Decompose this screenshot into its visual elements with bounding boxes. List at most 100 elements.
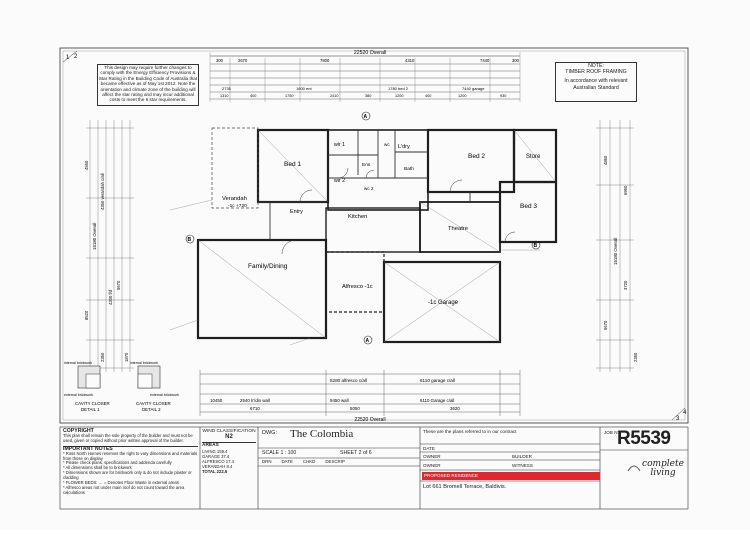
cavity-closer-detail-2: internal brickwork external brickwork CA…: [130, 361, 179, 412]
top-dim: 930: [500, 94, 506, 98]
detail-label: internal brickwork: [64, 361, 92, 365]
detail-title: CAVITY CLOSER: [136, 401, 171, 406]
important-note-line: * Dimensions shown are for brickwork onl…: [63, 470, 192, 481]
annotation-leaders: [169, 199, 540, 346]
bottom-dim: 10450: [210, 398, 223, 403]
room-label-verandah-level: -1c +720: [228, 203, 247, 209]
scale-text: SCALE 1 : 100: [262, 450, 297, 456]
plans-reference: These are the plans referred to in our c…: [423, 429, 517, 434]
top-dim-row-3: 1310 400 1750 2410 380 1200 400 1200 930: [220, 94, 506, 98]
wind-value: N2: [225, 433, 233, 440]
right-dim: 4860: [603, 155, 608, 165]
overall-dim-top: 22520 Overall: [354, 50, 386, 56]
area-row: LIVING 159.4: [202, 449, 256, 454]
important-note-line: * Please check plans, specifications and…: [63, 460, 172, 466]
top-dim: 7440 garage: [462, 86, 485, 91]
area-value: 222.6: [216, 468, 228, 474]
top-dim: 1200: [395, 94, 403, 98]
builder-label: BUILDER: [512, 454, 532, 459]
right-dim: 3720: [623, 280, 628, 290]
room-label-kitchen: Kitchen: [348, 214, 367, 220]
left-dim: 8520: [84, 310, 89, 320]
corner-marker-br-b: 4: [683, 410, 687, 416]
rev-header: DATE: [281, 459, 293, 464]
logo-line-1: complete: [642, 459, 684, 469]
revision-headers: DRN DATE CHKD DESCRIP: [262, 459, 345, 464]
room-label-theatre: Theatre: [448, 226, 468, 232]
corner-marker-br-a: 3: [676, 416, 680, 422]
area-row: VERANDAH 8.4: [202, 464, 256, 469]
area-label: TOTAL: [202, 468, 216, 474]
area-row: TOTAL 222.6: [202, 469, 256, 474]
title-block-frame: [59, 426, 689, 510]
room-label-verandah: Verandah: [222, 196, 247, 202]
top-dim: 1780 bed 2: [388, 86, 409, 91]
svg-text:B: B: [534, 243, 538, 249]
bottom-dim: 6110 Garage c/all: [420, 398, 454, 403]
room-label-wc2: wc 2: [364, 186, 374, 191]
drawing-name: The Colombia: [290, 428, 354, 440]
area-value: 8.4: [226, 463, 233, 469]
top-dim: 300: [216, 58, 224, 63]
owner-label: OWNER: [423, 454, 441, 459]
svg-text:A: A: [366, 338, 370, 344]
roof-note-line1: TIMBER ROOF FRAMING: [565, 69, 627, 76]
room-label-laundry: L'dry: [398, 144, 410, 150]
top-dim: 380: [365, 94, 371, 98]
top-dim: 300: [512, 58, 520, 63]
bottom-dim: 5050: [350, 406, 360, 411]
right-dim: 6950: [623, 185, 628, 195]
top-dim: 2670: [238, 58, 248, 63]
internal-walls: [258, 130, 471, 240]
top-dim-row-2: 2735 1800 ent 1780 bed 2 7440 garage: [222, 86, 485, 91]
detail-label: external brickwork: [150, 393, 179, 397]
left-dim-overall: 15180 Overall: [92, 223, 97, 250]
right-dim: 5670: [603, 320, 608, 330]
top-dim: 400: [425, 94, 431, 98]
detail-label: external brickwork: [64, 393, 93, 397]
rev-header: DESCRIP: [325, 459, 345, 464]
area-row: ALFRESCO 17.4: [202, 459, 256, 464]
bottom-dim: 9450 wall: [330, 398, 349, 403]
svg-text:A: A: [364, 114, 368, 120]
top-dim: 4310: [405, 58, 415, 63]
room-label-bed2: Bed 2: [468, 153, 485, 160]
important-note-line: * All dimensions shall be to brickwork: [63, 465, 132, 471]
area-label: GARAGE: [202, 453, 220, 459]
top-dim: 7440: [480, 58, 490, 63]
dwg-label: DWG:: [262, 430, 277, 436]
right-dim-overall: 15180 Overall: [613, 238, 618, 265]
copyright-text: This plan shall remain the sole property…: [63, 432, 193, 443]
top-dim: 1800 ent: [296, 86, 312, 91]
room-label-bed1: Bed 1: [284, 161, 301, 168]
sheet-border: [59, 47, 689, 424]
area-label: LIVING: [202, 448, 216, 454]
owner2-label: OWNER: [423, 463, 441, 468]
residence-label: PROPOSED RESIDENCE: [424, 473, 479, 478]
residence-bar-fill: [422, 472, 600, 480]
left-dim: 4350 verandah c/all: [100, 173, 105, 210]
external-walls: [196, 128, 558, 344]
detail-subtitle: DETAIL 1: [81, 407, 100, 412]
logo-line-2: living: [650, 468, 676, 478]
area-label: VERANDAH: [202, 463, 226, 469]
area-row: GARAGE 37.4: [202, 454, 256, 459]
wind-title: WIND CLASSIFICATION: [202, 429, 256, 434]
top-dim: 2410: [330, 94, 338, 98]
area-label: ALFRESCO: [202, 458, 225, 464]
overall-dim-bottom: 22520 Overall: [354, 417, 385, 423]
date-label: DATE: [423, 446, 435, 451]
energy-efficiency-note: This design may require further changes …: [97, 64, 199, 106]
roof-note-title: NOTE:: [588, 63, 604, 69]
roof-framing-note: NOTE: TIMBER ROOF FRAMING In accordance …: [555, 62, 637, 102]
site-address: Lot 661 Bromell Terrace, Baldivis.: [423, 484, 507, 490]
rev-header: DRN: [262, 459, 272, 464]
bottom-dim: 6710: [250, 406, 260, 411]
copyright-title: COPYRIGHT: [63, 428, 94, 434]
corner-marker-tl-b: 2: [74, 54, 78, 60]
important-note-line: * Ross North Homes reserves the right to…: [63, 450, 198, 461]
wind-classification-block: WIND CLASSIFICATION N2 AREAS LIVING 159.…: [202, 429, 256, 474]
room-label-wir2: wir 2: [334, 178, 345, 184]
door-swings: [281, 167, 516, 255]
